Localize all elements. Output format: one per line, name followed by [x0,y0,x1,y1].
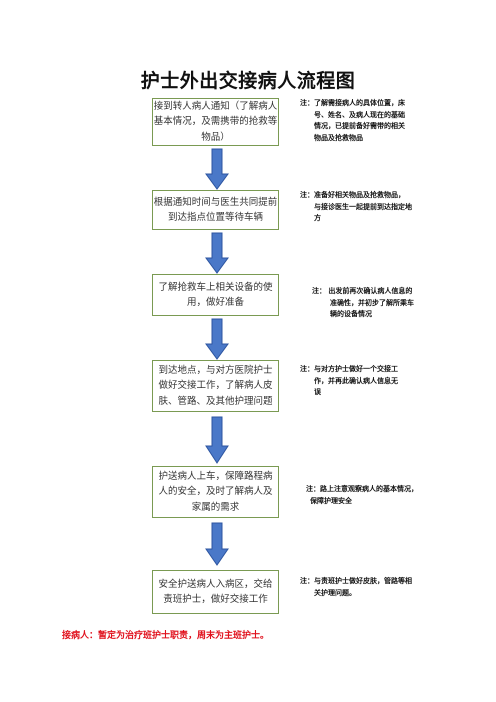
note-1-line-4: 物品及抢救物品 [314,133,363,142]
note-4-line-1: 注：与对方护士做好一个交接工 [300,365,398,373]
note-4-line-3: 误 [314,388,321,396]
note-4: 注：与对方护士做好一个交接工 作，并再此确认病人信息无 误 [300,364,435,399]
arrow-down-icon [205,148,229,190]
arrow-down-icon [205,416,229,464]
page-title: 护士外出交接病人流程图 [140,70,356,92]
arrow-down-icon [205,232,229,274]
note-3-line-2: 准确性，并初步了解所乘车 [330,298,414,307]
step-4-line-3: 肤、管路、及其他护理问题 [158,395,273,407]
note-1: 注：了解需接病人的具体位置，床 号、姓名、及病人现在的基础 情况，已提前备好需带… [300,98,435,144]
note-6-line-1: 注：与责班护士做好皮肤，管路等相 [300,577,412,585]
note-2: 注：准备好相关物品及抢救物品， 与接诊医生一起提前到达指定地 方 [300,190,435,225]
step-5-line-2: 人的安全，及时了解病人及 [158,486,273,498]
step-3-line-2: 用，做好准备 [186,297,244,308]
note-2-line-2: 与接诊医生一起提前到达指定地 [314,202,412,211]
note-1-line-3: 情况，已提前备好需带的相关 [314,122,405,130]
step-1-line-2: 基本情况，及需携带的抢救等 [153,116,278,128]
footer-remark: 接病人：暂定为治疗班护士职责，周末为主班护士。 [62,631,270,641]
arrow-down-icon [205,318,229,360]
arrow-down-icon [205,522,229,566]
flow-step-4: 到达地点，与对方医院护士 做好交接工作，了解病人皮 肤、管路、及其他护理问题 [152,360,279,412]
step-6-line-1: 安全护送病人入病区，交给 [158,578,273,590]
note-5-line-1: 注：路上注意观察病人的基本情况， [306,485,418,493]
note-3-line-1: 注： 出发前再次确认病人信息的 [312,287,413,295]
note-1-line-2: 号、姓名、及病人现在的基础 [314,110,405,119]
flow-step-3: 了解抢救车上相关设备的使 用，做好准备 [152,274,279,316]
step-3-line-1: 了解抢救车上相关设备的使 [158,281,273,293]
step-4-line-1: 到达地点，与对方医院护士 [158,364,273,376]
step-1-line-3: 物品） [201,131,230,143]
step-2-line-1: 根据通知时间与医生共同提前 [153,196,278,208]
note-1-line-1: 注：了解需接病人的具体位置，床 [300,99,405,107]
step-5-line-1: 护送病人上车，保障路程病 [158,470,273,482]
note-2-line-3: 方 [314,214,321,222]
note-5-line-2: 保障护理安全 [310,496,352,505]
step-4-line-2: 做好交接工作，了解病人皮 [158,380,273,392]
flow-step-1: 接到转人病人通知（了解病人 基本情况，及需携带的抢救等 物品） [152,98,279,146]
note-3-line-3: 辆的设备情况 [330,310,372,318]
flow-step-2: 根据通知时间与医生共同提前 到达指点位置等待车辆 [152,190,279,230]
note-6-line-2: 关护理问题。 [314,588,356,597]
note-2-line-1: 注：准备好相关物品及抢救物品， [300,191,405,199]
step-5-line-3: 家属的需求 [191,501,240,513]
step-2-line-2: 到达指点位置等待车辆 [168,212,264,223]
note-6: 注：与责班护士做好皮肤，管路等相 关护理问题。 [300,576,435,599]
step-6-line-2: 责班护士，做好交接工作 [163,594,268,605]
flow-step-5: 护送病人上车，保障路程病 人的安全，及时了解病人及 家属的需求 [152,466,279,518]
note-3: 注： 出发前再次确认病人信息的 准确性，并初步了解所乘车 辆的设备情况 [312,286,447,321]
note-4-line-2: 作，并再此确认病人信息无 [314,376,398,385]
step-1-line-1: 接到转人病人通知（了解病人 [153,100,278,112]
flow-step-6: 安全护送病人入病区，交给 责班护士，做好交接工作 [152,570,279,614]
note-5: 注：路上注意观察病人的基本情况， 保障护理安全 [306,484,441,507]
